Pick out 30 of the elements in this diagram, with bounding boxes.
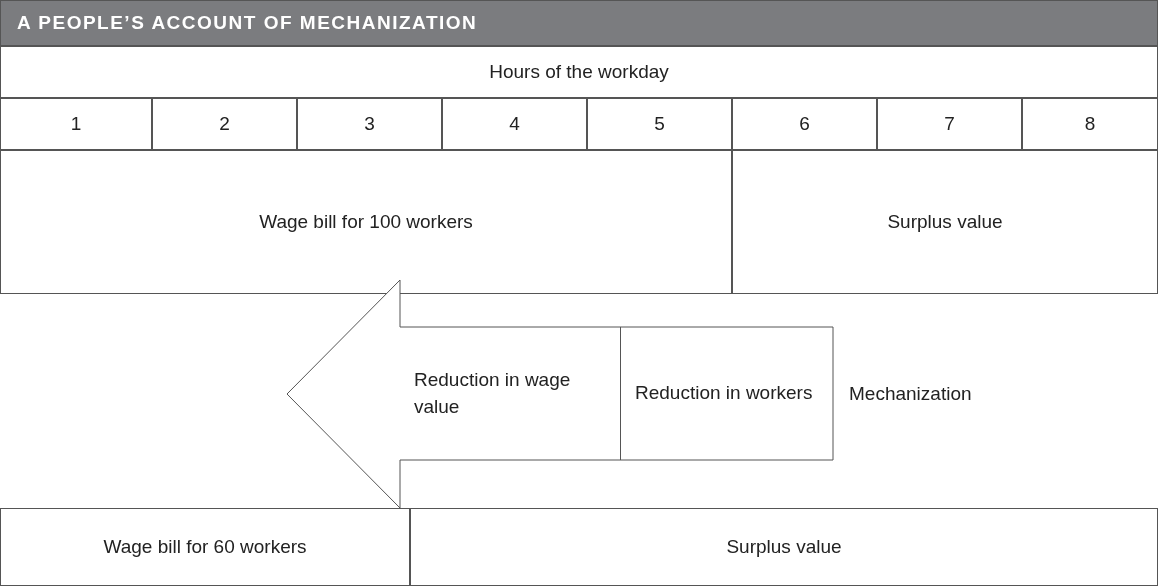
cell-text: 7 bbox=[944, 111, 955, 136]
cell-text: Wage bill for 100 workers bbox=[259, 209, 473, 234]
cell-text: 4 bbox=[509, 111, 520, 136]
shape-caption: Mechanization bbox=[849, 383, 972, 405]
cell-text: Surplus value bbox=[726, 534, 842, 559]
table-cell bbox=[587, 98, 732, 150]
cell-text: 1 bbox=[70, 111, 82, 136]
table-cell bbox=[0, 508, 410, 586]
table-cell bbox=[0, 98, 152, 150]
cell-text: Reduction in workers bbox=[634, 381, 814, 406]
table-cell bbox=[442, 98, 587, 150]
table-cell bbox=[152, 98, 297, 150]
title-bar: A PEOPLE’S ACCOUNT OF MECHANIZATION bbox=[0, 0, 1158, 46]
cell-text: Reduction in wage value bbox=[413, 367, 572, 419]
table-cell bbox=[1022, 98, 1158, 150]
cell-text: 2 bbox=[219, 111, 230, 136]
cell-text: Surplus value bbox=[887, 209, 1003, 234]
table-cell bbox=[0, 150, 732, 294]
table-cell bbox=[297, 98, 442, 150]
table-cell bbox=[410, 508, 1158, 586]
cell-text: 6 bbox=[799, 111, 810, 136]
cell-text: 8 bbox=[1084, 111, 1096, 136]
table-cell bbox=[732, 150, 1158, 294]
cell-text: 3 bbox=[364, 111, 375, 136]
table-cell bbox=[877, 98, 1022, 150]
cell-text: Hours of the workday bbox=[489, 59, 669, 84]
table-cell bbox=[732, 98, 877, 150]
cell-text: Wage bill for 60 workers bbox=[103, 534, 307, 559]
table-cell bbox=[0, 46, 1158, 98]
cell-text: 5 bbox=[654, 111, 665, 136]
